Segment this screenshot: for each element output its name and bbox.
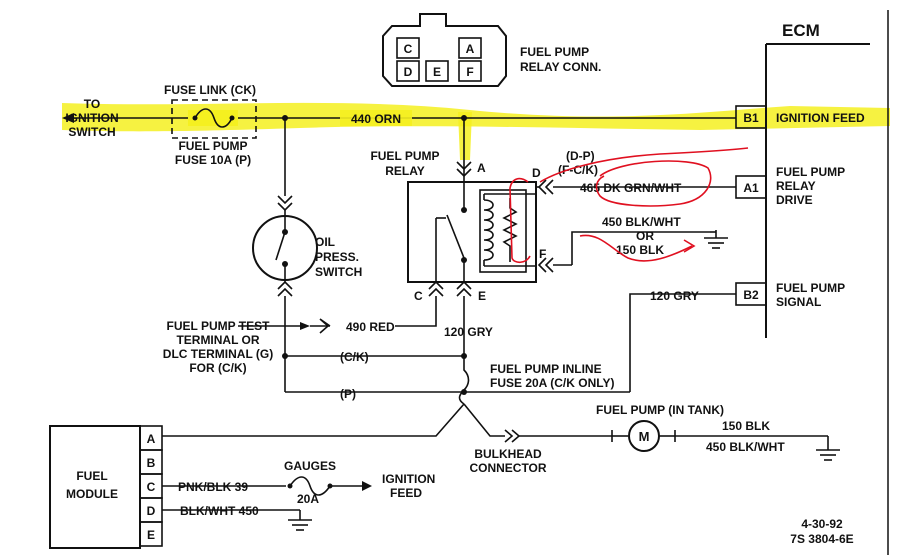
module-pin-c: C	[147, 480, 156, 494]
relay-dp-label: (D-P)	[566, 149, 595, 163]
footer-date: 4-30-92	[801, 517, 843, 531]
ecm-pin-b2: B2	[743, 288, 759, 302]
to-ignition-label-3: SWITCH	[68, 125, 115, 139]
to-ignition-label-2: IGNITION	[65, 111, 118, 125]
pump-feed-wires: BULKHEAD CONNECTOR	[162, 403, 612, 475]
connector-pin-f: F	[466, 65, 473, 79]
test-terminal-label-2: TERMINAL OR	[176, 333, 259, 347]
gauges-feed-label-2: FEED	[390, 486, 422, 500]
highlight-drip	[458, 112, 472, 160]
ecm-title: ECM	[782, 21, 820, 40]
wire-150-label: 150 BLK	[616, 243, 664, 257]
wire-ck-label: (C/K)	[340, 350, 369, 364]
highlight-stroke	[62, 102, 890, 132]
ecm-pin-b1: B1	[743, 111, 759, 125]
wire-150-pump-label: 150 BLK	[722, 419, 770, 433]
ecm-block: ECM B1 IGNITION FEED A1 FUEL PUMP RELAY …	[735, 10, 889, 555]
pump-fuse-label-2: FUSE 10A (P)	[175, 153, 251, 167]
ecm-pin-a1: A1	[743, 181, 759, 195]
ecm-ignition-feed-label: IGNITION FEED	[776, 111, 865, 125]
module-pin-d: D	[147, 504, 156, 518]
gauges-feed-label: IGNITION	[382, 472, 435, 486]
wire-120-relay-label: 120 GRY	[444, 325, 493, 339]
relay-fck-label: (F-C/K)	[558, 163, 598, 177]
connector-pin-d: D	[404, 65, 413, 79]
motor-symbol: M	[639, 429, 650, 444]
red-arrow-head	[683, 239, 696, 253]
gauges-label: GAUGES	[284, 459, 336, 473]
wire-p-label: (P)	[340, 387, 356, 401]
wire-120-signal: 120 GRY	[629, 289, 736, 392]
ecm-pump-signal-label-2: SIGNAL	[776, 295, 821, 309]
relay-connector-label-2: RELAY CONN.	[520, 60, 601, 74]
wire-450-or-label: OR	[636, 229, 654, 243]
wire-490-label: 490 RED	[346, 320, 395, 334]
red-loop-relay	[509, 177, 531, 264]
wire-120-top-label: 120 GRY	[650, 289, 699, 303]
fuse-link-label: FUSE LINK (CK)	[164, 83, 256, 97]
ecm-relay-drive-label-3: DRIVE	[776, 193, 813, 207]
red-markup	[509, 147, 749, 264]
ecm-pump-signal-label: FUEL PUMP	[776, 281, 845, 295]
fuel-pump-relay: FUEL PUMP RELAY A D F (D-P) (F-C/K)	[370, 118, 598, 303]
gauges-amp-label: 20A	[297, 492, 319, 506]
pump-label: FUEL PUMP (IN TANK)	[596, 403, 724, 417]
connector-pin-c: C	[404, 42, 413, 56]
pump-fuse-label: FUEL PUMP	[178, 139, 247, 153]
fuel-module-label-2: MODULE	[66, 487, 118, 501]
connector-pin-e: E	[433, 65, 441, 79]
bulkhead-label-2: CONNECTOR	[469, 461, 546, 475]
to-ignition-label: TO	[84, 97, 100, 111]
oil-switch-label: OIL	[315, 235, 335, 249]
relay-connector-label: FUEL PUMP	[520, 45, 589, 59]
relay-label-2: RELAY	[385, 164, 425, 178]
test-terminal-label: FUEL PUMP TEST	[167, 319, 271, 333]
test-terminal-label-3: DLC TERMINAL (G)	[163, 347, 273, 361]
footer-code: 7S 3804-6E	[790, 532, 853, 546]
red-curve-ground	[579, 234, 693, 262]
wire-465-label: 465 DK GRN/WHT	[580, 181, 682, 195]
oil-switch-label-3: SWITCH	[315, 265, 362, 279]
module-ground: BLK/WHT 450	[162, 504, 312, 531]
module-pin-e: E	[147, 528, 155, 542]
module-pin-b: B	[147, 456, 156, 470]
wire-440-label: 440 ORN	[351, 112, 401, 126]
fuse-link: FUSE LINK (CK) FUEL PUMP FUSE 10A (P)	[164, 83, 257, 167]
relay-pin-e: E	[478, 289, 486, 303]
ecm-relay-drive-label-2: RELAY	[776, 179, 816, 193]
fuel-pump-motor: FUEL PUMP (IN TANK) M 150 BLK 450 BLK/WH…	[596, 403, 840, 461]
relay-pin-f: F	[539, 247, 546, 261]
relay-pin-d: D	[532, 166, 541, 180]
relay-bottom-wires: 490 RED 120 GRY (C/K) (P)	[238, 296, 630, 405]
wire-465: 465 DK GRN/WHT	[580, 181, 736, 195]
oil-switch-label-2: PRESS.	[315, 250, 359, 264]
relay-label: FUEL PUMP	[370, 149, 439, 163]
module-pin-a: A	[147, 432, 156, 446]
oil-pressure-switch: OIL PRESS. SWITCH	[252, 118, 362, 392]
wire-450-label: 450 BLK/WHT	[602, 215, 681, 229]
red-circle-465	[595, 160, 712, 207]
wire-pnk-label: PNK/BLK 39	[178, 480, 248, 494]
connector-pin-a: A	[466, 42, 475, 56]
fuel-module: FUEL MODULE A B C D E	[49, 425, 163, 549]
bulkhead-label: BULKHEAD	[474, 447, 542, 461]
inline-fuse-label-2: FUSE 20A (C/K ONLY)	[490, 376, 614, 390]
relay-connector: C A D E F FUEL PUMP RELAY CONN.	[382, 13, 601, 87]
inline-fuse-label: FUEL PUMP INLINE	[490, 362, 602, 376]
fuel-module-label: FUEL	[76, 469, 107, 483]
wire-450-pump-label: 450 BLK/WHT	[706, 440, 785, 454]
relay-pin-a: A	[477, 161, 486, 175]
relay-pin-c: C	[414, 289, 423, 303]
ecm-relay-drive-label: FUEL PUMP	[776, 165, 845, 179]
wire-450-ground: 450 BLK/WHT OR 150 BLK	[571, 215, 728, 265]
test-terminal-label-4: FOR (C/K)	[189, 361, 246, 375]
wire-blkwht-label: BLK/WHT 450	[180, 504, 259, 518]
red-stroke-to-ecm	[539, 147, 749, 183]
gauges-circuit: PNK/BLK 39 GAUGES 20A IGNITION FEED	[162, 459, 435, 506]
ignition-feed-wire: 440 ORN	[62, 110, 736, 126]
